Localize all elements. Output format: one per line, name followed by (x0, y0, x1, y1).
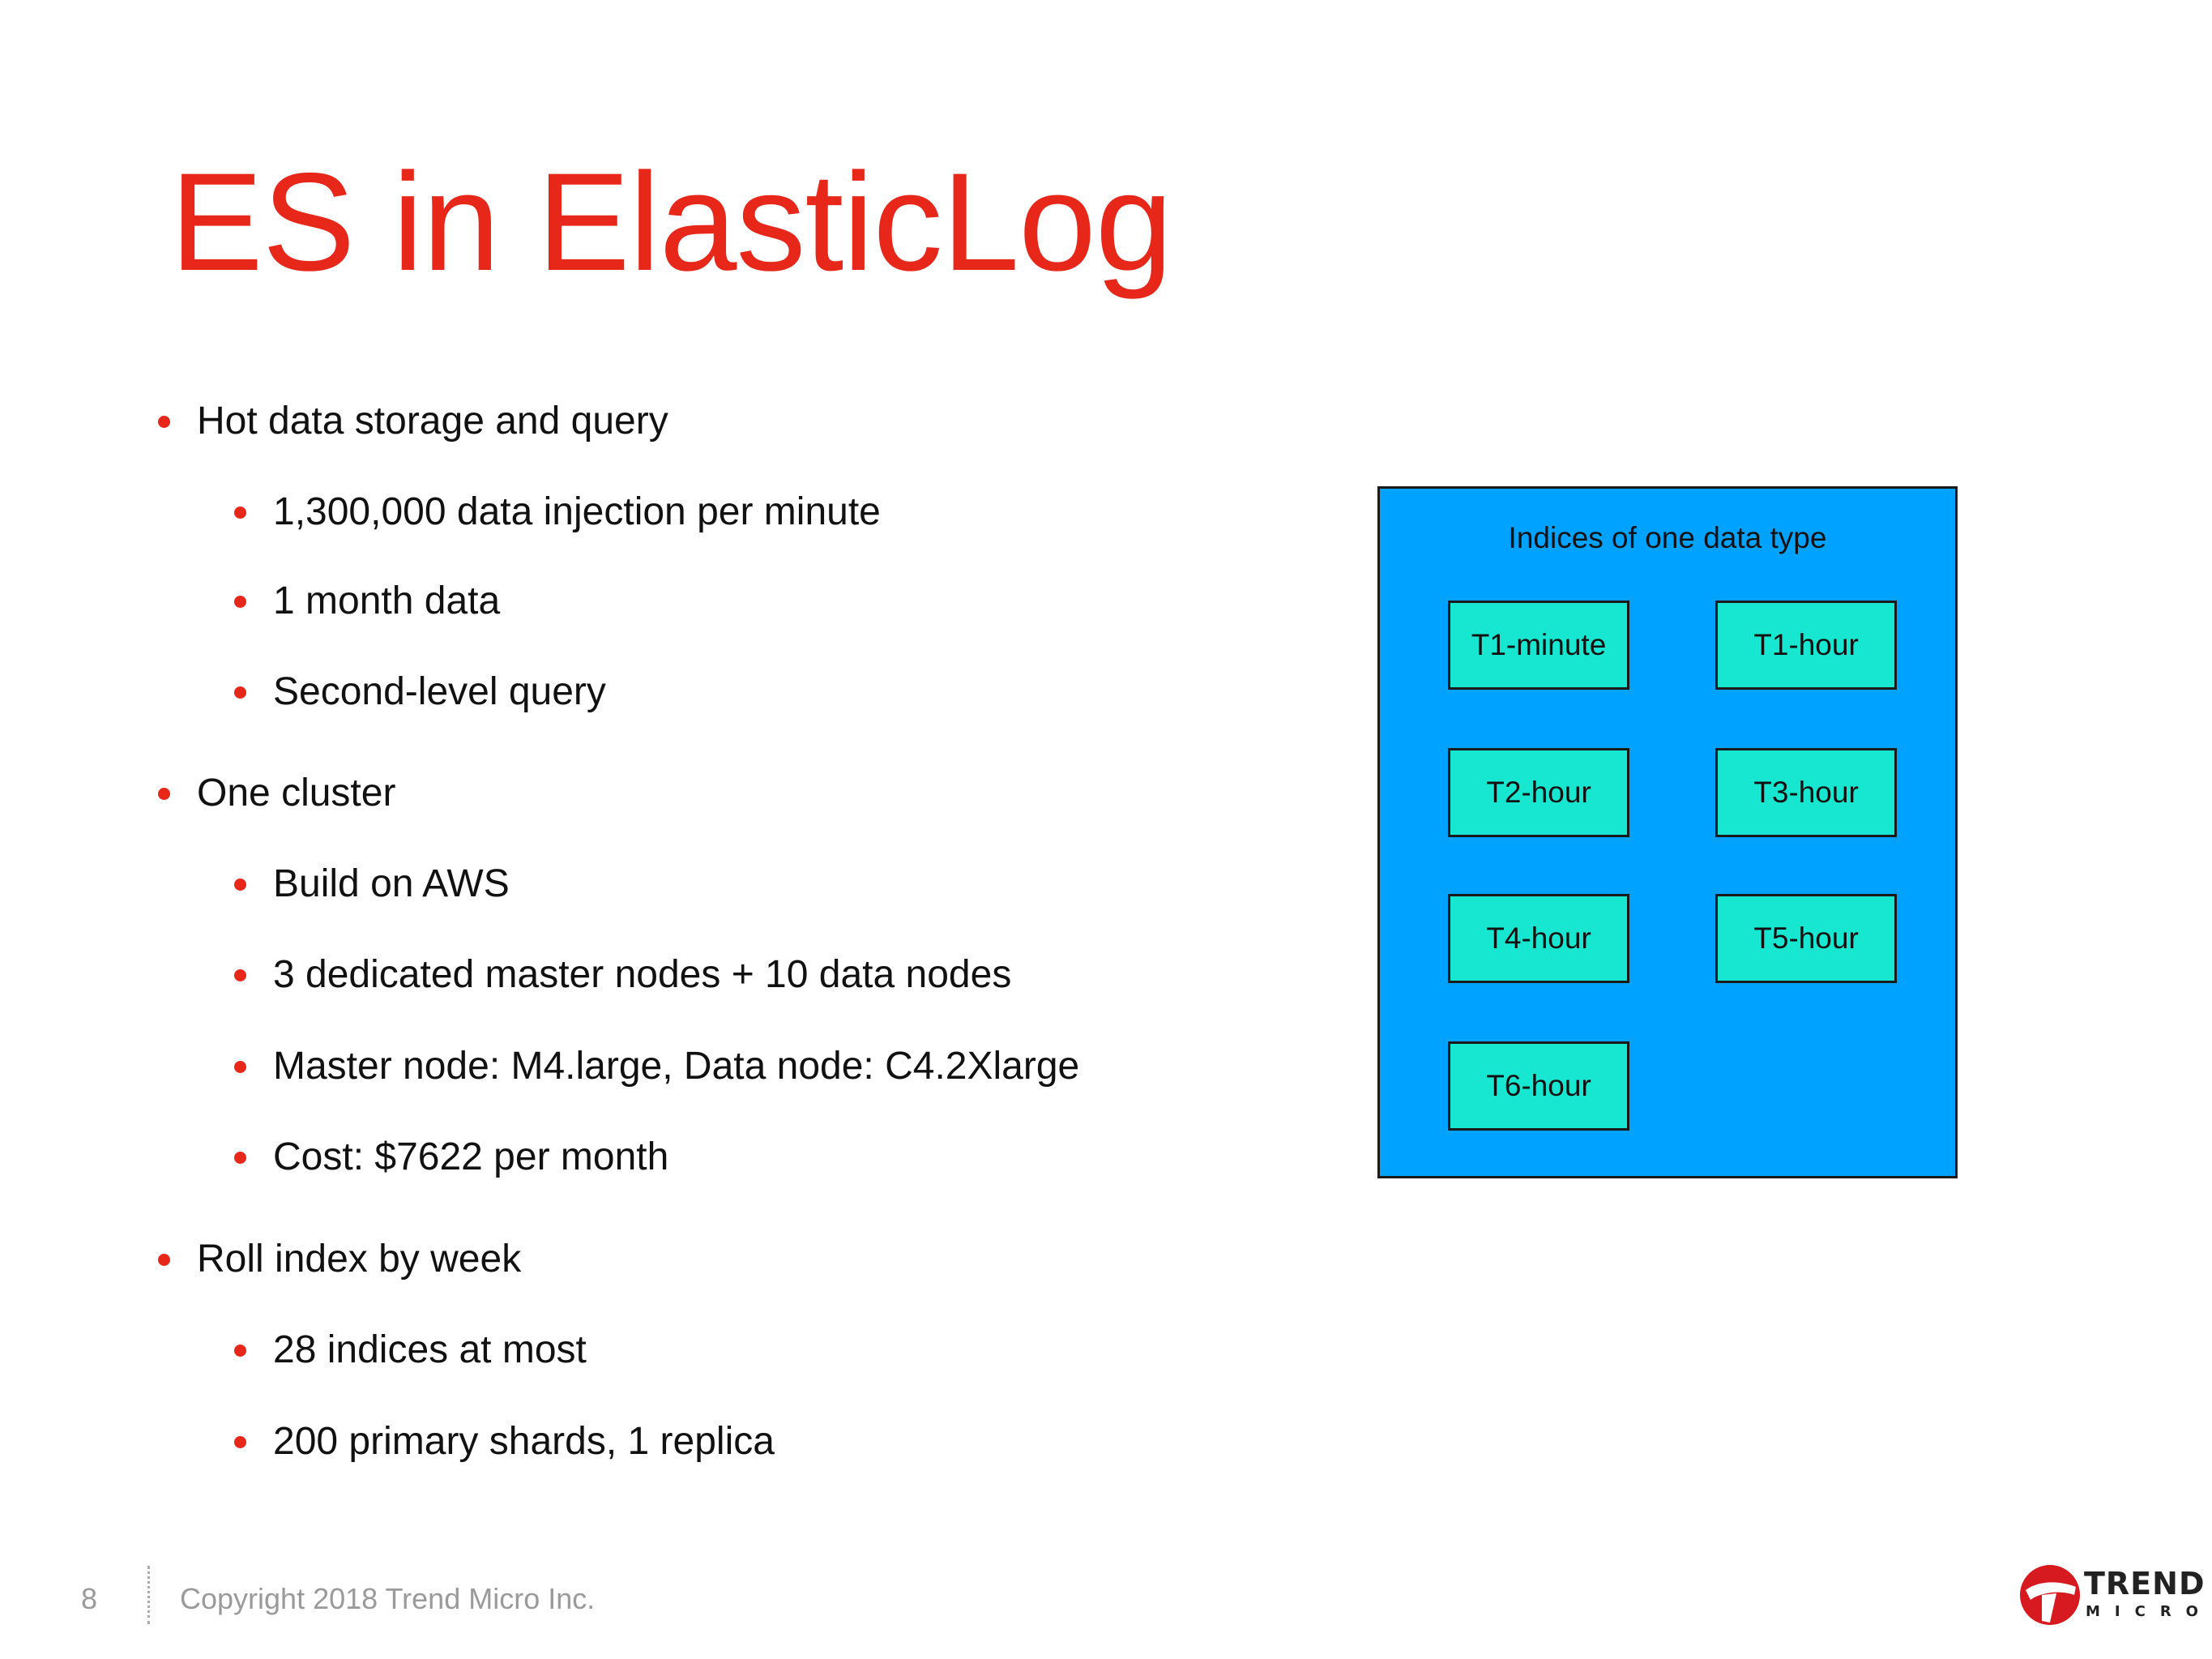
logo-subtext: MICRO (2086, 1603, 2212, 1620)
bullet-item: Hot data storage and query (158, 400, 668, 443)
index-box: T5-hour (1715, 894, 1897, 983)
trend-micro-logo-icon (2020, 1565, 2080, 1625)
page-number: 8 (81, 1582, 98, 1615)
bullet-item: One cluster (158, 772, 396, 815)
bullet-dot-icon (158, 416, 170, 428)
bullet-dot-icon (234, 1345, 246, 1357)
bullet-dot-icon (158, 788, 170, 800)
bullet-dot-icon (234, 1152, 246, 1164)
bullet-text: One cluster (197, 772, 396, 815)
sub-bullet-item: 200 primary shards, 1 replica (234, 1420, 775, 1463)
bullet-dot-icon (234, 879, 246, 891)
bullet-text: 3 dedicated master nodes + 10 data nodes (273, 953, 1012, 996)
bullet-text: 1,300,000 data injection per minute (273, 490, 881, 533)
index-box: T1-minute (1448, 601, 1629, 690)
sub-bullet-item: Second-level query (234, 670, 606, 713)
logo-wordmark: TREND (2084, 1566, 2206, 1601)
bullet-item: Roll index by week (158, 1238, 522, 1281)
bullet-text: 1 month data (273, 579, 501, 622)
sub-bullet-item: Cost: $7622 per month (234, 1135, 669, 1178)
index-box: T6-hour (1448, 1041, 1629, 1131)
copyright-text: Copyright 2018 Trend Micro Inc. (180, 1582, 596, 1615)
bullet-dot-icon (234, 507, 246, 519)
sub-bullet-item: 1 month data (234, 579, 501, 622)
slide-title: ES in ElasticLog (170, 144, 1172, 300)
index-box: T2-hour (1448, 748, 1629, 837)
bullet-text: Hot data storage and query (197, 400, 668, 443)
bullet-dot-icon (158, 1254, 170, 1266)
index-box: T3-hour (1715, 748, 1897, 837)
bullet-dot-icon (234, 969, 246, 981)
index-box: T4-hour (1448, 894, 1629, 983)
bullet-dot-icon (234, 1436, 246, 1448)
bullet-text: Build on AWS (273, 862, 510, 905)
sub-bullet-item: 1,300,000 data injection per minute (234, 490, 881, 533)
footer-divider (147, 1566, 150, 1624)
bullet-text: Cost: $7622 per month (273, 1135, 669, 1178)
bullet-dot-icon (234, 686, 246, 699)
trend-micro-logo: TREND MICRO (2018, 1563, 2205, 1629)
diagram-title: Indices of one data type (1508, 521, 1827, 554)
bullet-text: 200 primary shards, 1 replica (273, 1420, 775, 1463)
bullet-text: Roll index by week (197, 1238, 522, 1281)
sub-bullet-item: 3 dedicated master nodes + 10 data nodes (234, 953, 1012, 996)
sub-bullet-item: 28 indices at most (234, 1328, 587, 1371)
bullet-dot-icon (234, 596, 246, 608)
index-box: T1-hour (1715, 601, 1897, 690)
bullet-text: 28 indices at most (273, 1328, 587, 1371)
indices-diagram: Indices of one data type T1-minute T1-ho… (1377, 486, 1958, 1178)
sub-bullet-item: Build on AWS (234, 862, 510, 905)
bullet-text: Master node: M4.large, Data node: C4.2Xl… (273, 1045, 1080, 1088)
sub-bullet-item: Master node: M4.large, Data node: C4.2Xl… (234, 1045, 1080, 1088)
bullet-text: Second-level query (273, 670, 606, 713)
bullet-dot-icon (234, 1061, 246, 1073)
